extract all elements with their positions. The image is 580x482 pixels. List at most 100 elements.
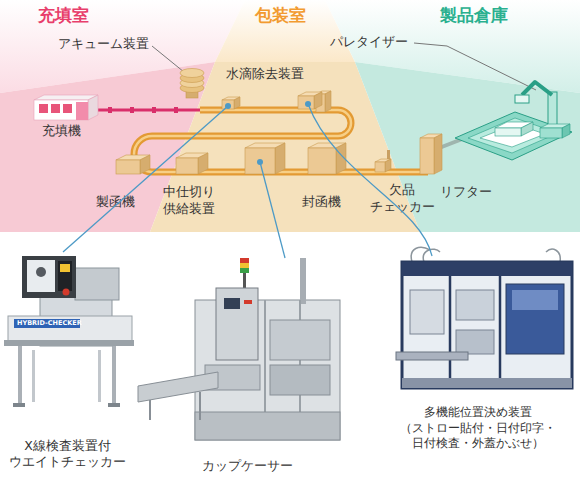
- machine-photo-shape: [240, 268, 249, 273]
- palletizer-shape: [515, 95, 529, 103]
- machine-label: 水滴除去装置: [226, 66, 304, 83]
- palletizer-shape: [562, 124, 570, 138]
- water-remover-shape: [325, 91, 331, 112]
- water-remover: 水滴除去装置: [222, 62, 334, 118]
- palletizer-shape: [414, 43, 572, 160]
- machine-photo-shape: [224, 298, 240, 309]
- machine-photo-shape: [22, 256, 76, 298]
- machine-photo-shape: [456, 330, 494, 354]
- machine-photo-shape: [449, 276, 452, 388]
- machine-photo-shape: [195, 412, 340, 440]
- palletizer: パレタイザー: [325, 30, 580, 165]
- machine-photo-shape: [411, 247, 560, 262]
- machine-label: 中仕切り 供給装置: [158, 184, 220, 218]
- photo-caption: カップケーサー: [135, 458, 360, 474]
- missing-checker-shape: [375, 150, 391, 172]
- machine-photo-shape: [270, 320, 330, 360]
- zone-heading: 製品倉庫: [440, 4, 508, 26]
- machine-photo-shape: [112, 345, 116, 405]
- machine-photo-shape: [396, 352, 468, 360]
- accumulator: アキューム装置: [55, 32, 205, 102]
- machine-photo-shape: [216, 288, 258, 360]
- photo-caption: X線検査装置付 ウエイトチェッカー: [0, 438, 135, 471]
- photo-caption: 多機能位置決め装置 （ストロー貼付・日付印字・ 日付検査・外蓋かぶせ）: [375, 405, 580, 452]
- case-former-shape: [116, 160, 140, 174]
- machine-photo-shape: [244, 300, 252, 304]
- machine-label: アキューム装置: [58, 36, 149, 53]
- accumulator-shape: [180, 69, 204, 78]
- zone-band-shape: [325, 0, 580, 232]
- machine-photo-shape: [32, 350, 35, 402]
- machine-photo-shape: [108, 403, 120, 407]
- zone-heading: 充填室: [38, 4, 89, 26]
- machine-photo-shape: [4, 340, 134, 346]
- case-former: 製函機: [92, 150, 154, 216]
- machine-photo-shape: [58, 261, 72, 291]
- case-sealer-shape: [336, 143, 346, 174]
- zone-heading: 包装室: [255, 4, 306, 26]
- machine-label: パレタイザー: [330, 34, 408, 51]
- accumulator-shape: [152, 46, 204, 98]
- machine-photo-shape: [396, 247, 572, 388]
- machine-label: 封函機: [302, 194, 341, 211]
- missing-checker-shape: [375, 162, 385, 172]
- machine-photo-shape: [240, 263, 249, 268]
- machine-photo-shape: [199, 392, 201, 420]
- machine-photo-shape: [98, 350, 101, 402]
- partition-feeder: 中仕切り 供給装置: [155, 148, 223, 222]
- filling-machine: 充填機: [28, 88, 106, 142]
- machine-photo-shape: [138, 372, 218, 402]
- water-remover-shape: [316, 91, 331, 112]
- palletizer-shape: [521, 122, 533, 136]
- partition-feeder-shape: [198, 153, 208, 174]
- machine-photo-shape: [499, 276, 502, 388]
- machine-photo-shape: [75, 268, 119, 300]
- machine-photo-shape: [270, 365, 330, 395]
- case-former-shape: [140, 155, 150, 174]
- machine-photo: カップケーサー: [135, 245, 360, 482]
- partition-feeder-shape: [176, 158, 198, 174]
- machine-label: リフター: [440, 184, 492, 201]
- filling-machine-shape: [34, 95, 98, 120]
- machine-photo-shape: [138, 258, 340, 440]
- accumulator-shape: [152, 46, 184, 72]
- case-sealer: 封函機: [298, 138, 353, 218]
- partition-feeder-shape: [176, 153, 208, 174]
- machine-photo-shape: [402, 262, 572, 276]
- lifter-shape: [420, 134, 442, 174]
- machine-photo-shape: [18, 345, 22, 405]
- machine-photo-shape: [506, 284, 564, 354]
- case-former-shape: [116, 155, 150, 174]
- machine-photo-shape: [410, 290, 444, 334]
- machine-photo-shape: [27, 260, 55, 292]
- zone-band-shape: [355, 62, 580, 232]
- machine-photo: X線検査装置付 ウエイトチェッカー: [0, 242, 135, 482]
- palletizer-shape: [325, 30, 580, 165]
- palletizer-shape: [522, 82, 552, 95]
- machine-photo-shape: [456, 290, 494, 320]
- lifter-shape: [434, 134, 442, 174]
- machine-photo-shape: [402, 262, 572, 388]
- filling-machine-shape: [51, 104, 60, 113]
- machine-photo-shape: [8, 316, 132, 342]
- water-remover-shape: [316, 94, 325, 112]
- filling-machine-shape: [34, 95, 98, 100]
- machine-photo-shape: [36, 267, 46, 277]
- case-sealer-shape: [308, 148, 336, 174]
- machine-photo-shape: [63, 289, 70, 296]
- filling-machine-shape: [76, 102, 88, 120]
- palletizer-shape: [414, 43, 536, 90]
- machine-photo-shape: [13, 403, 25, 407]
- case-sealer-shape: [308, 143, 346, 174]
- brand-label: HYBRID-CHECKER: [17, 320, 82, 327]
- filling-machine-shape: [34, 100, 88, 120]
- machine-photo-shape: [149, 400, 151, 420]
- machine-photo-shape: [135, 245, 360, 482]
- machine-photo: 多機能位置決め装置 （ストロー貼付・日付印字・ 日付検査・外蓋かぶせ）: [370, 245, 580, 482]
- machine-photo-shape: [4, 256, 134, 407]
- filling-machine-shape: [88, 95, 98, 120]
- machine-photo-shape: [512, 290, 558, 310]
- palletizer-shape: [495, 128, 521, 136]
- machine-photo-shape: [402, 378, 572, 388]
